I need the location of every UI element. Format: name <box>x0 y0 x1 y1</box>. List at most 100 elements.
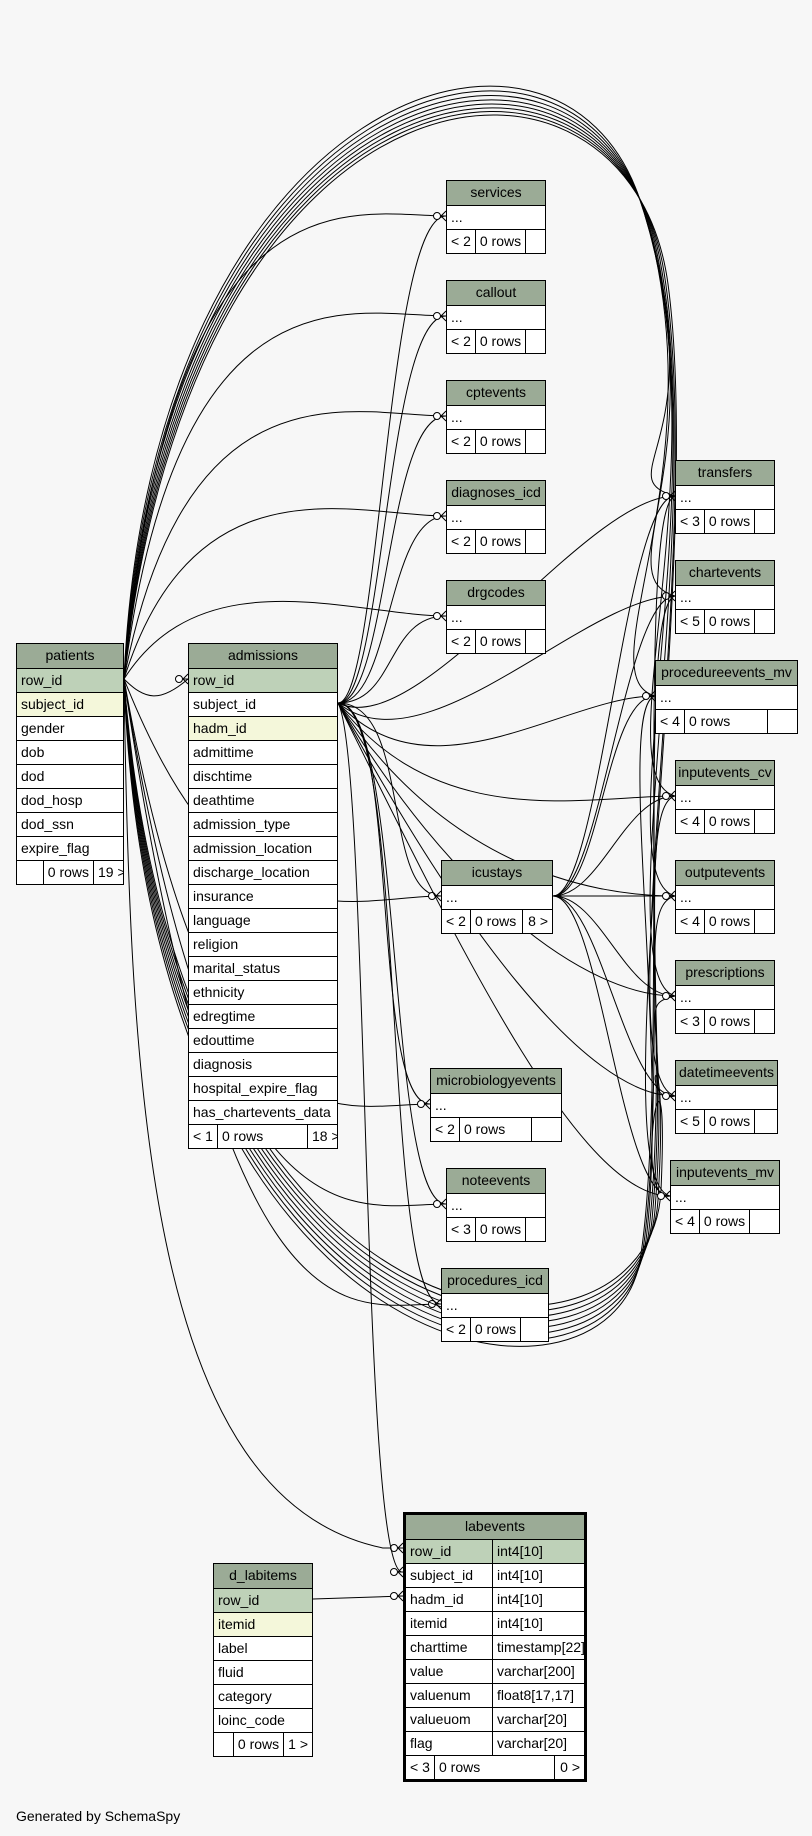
child-count[interactable] <box>525 330 545 353</box>
child-count[interactable] <box>754 910 774 933</box>
table-title[interactable]: chartevents <box>676 561 774 585</box>
child-count[interactable] <box>525 230 545 253</box>
column-row[interactable]: ... <box>431 1093 561 1117</box>
column-row[interactable]: dod_ssn <box>17 812 123 836</box>
child-count[interactable] <box>525 430 545 453</box>
child-count[interactable] <box>767 710 797 733</box>
column-row[interactable]: has_chartevents_data <box>189 1100 337 1124</box>
child-count[interactable] <box>520 1318 548 1341</box>
parent-count[interactable]: < 2 <box>446 913 466 929</box>
column-row[interactable]: ... <box>447 605 545 629</box>
parent-count[interactable]: < 4 <box>680 913 700 929</box>
column-row[interactable]: language <box>189 908 337 932</box>
column-row[interactable]: loinc_code <box>214 1708 312 1732</box>
column-row[interactable]: ... <box>676 785 774 809</box>
table-title[interactable]: cptevents <box>447 381 545 405</box>
child-count[interactable]: 0 > <box>554 1756 584 1779</box>
column-row[interactable]: ... <box>676 1085 777 1109</box>
column-row[interactable]: ... <box>447 1193 545 1217</box>
parent-count[interactable] <box>17 861 43 884</box>
table-title[interactable]: d_labitems <box>214 1564 312 1588</box>
parent-count[interactable]: < 3 <box>410 1759 430 1775</box>
child-count[interactable] <box>525 630 545 653</box>
column-row[interactable]: category <box>214 1684 312 1708</box>
table-title[interactable]: inputevents_mv <box>671 1161 779 1185</box>
column-row[interactable]: fluid <box>214 1660 312 1684</box>
parent-count[interactable] <box>214 1733 233 1756</box>
table-title[interactable]: callout <box>447 281 545 305</box>
parent-count[interactable]: < 2 <box>451 533 471 549</box>
column-row[interactable]: edregtime <box>189 1004 337 1028</box>
parent-count[interactable]: < 4 <box>675 1213 695 1229</box>
parent-count[interactable]: < 4 <box>660 713 680 729</box>
table-title[interactable]: procedures_icd <box>442 1269 548 1293</box>
column-row[interactable]: admission_location <box>189 836 337 860</box>
parent-count[interactable]: < 1 <box>193 1128 213 1144</box>
table-title[interactable]: procedureevents_mv <box>656 661 797 685</box>
child-count[interactable] <box>525 1218 545 1241</box>
parent-count[interactable]: < 4 <box>680 813 700 829</box>
column-row[interactable]: row_id <box>189 668 337 692</box>
column-row[interactable]: hadm_id <box>189 716 337 740</box>
column-row[interactable]: marital_status <box>189 956 337 980</box>
table-title[interactable]: outputevents <box>676 861 774 885</box>
column-row[interactable]: expire_flag <box>17 836 123 860</box>
column-row[interactable]: ... <box>442 1293 548 1317</box>
parent-count[interactable]: < 5 <box>680 613 700 629</box>
table-title[interactable]: microbiologyevents <box>431 1069 561 1093</box>
column-row[interactable]: ethnicity <box>189 980 337 1004</box>
column-row[interactable]: deathtime <box>189 788 337 812</box>
child-count[interactable] <box>754 810 774 833</box>
child-count[interactable]: 1 > <box>283 1733 312 1756</box>
table-title[interactable]: inputevents_cv <box>676 761 774 785</box>
child-count[interactable]: 8 > <box>522 910 552 933</box>
column-row[interactable]: discharge_location <box>189 860 337 884</box>
column-row[interactable]: gender <box>17 716 123 740</box>
column-row[interactable]: subject_id <box>17 692 123 716</box>
parent-count[interactable]: < 5 <box>680 1113 700 1129</box>
child-count[interactable] <box>749 1210 779 1233</box>
table-title[interactable]: drgcodes <box>447 581 545 605</box>
parent-count[interactable]: < 3 <box>680 513 700 529</box>
parent-count[interactable]: < 3 <box>451 1221 471 1237</box>
table-title[interactable]: transfers <box>676 461 774 485</box>
column-row[interactable]: ... <box>442 885 552 909</box>
table-title[interactable]: noteevents <box>447 1169 545 1193</box>
column-row[interactable]: hospital_expire_flag <box>189 1076 337 1100</box>
table-title[interactable]: diagnoses_icd <box>447 481 545 505</box>
table-title[interactable]: admissions <box>189 644 337 668</box>
column-row[interactable]: dob <box>17 740 123 764</box>
child-count[interactable]: 19 > <box>93 861 123 884</box>
child-count[interactable] <box>754 510 774 533</box>
column-row[interactable]: row_id <box>214 1588 312 1612</box>
column-row[interactable]: dischtime <box>189 764 337 788</box>
column-row[interactable]: ... <box>447 305 545 329</box>
column-row[interactable]: ... <box>676 485 774 509</box>
parent-count[interactable]: < 2 <box>451 633 471 649</box>
column-row[interactable]: subject_id <box>189 692 337 716</box>
column-row[interactable]: row_id <box>17 668 123 692</box>
column-row[interactable]: religion <box>189 932 337 956</box>
table-title[interactable]: prescriptions <box>676 961 774 985</box>
